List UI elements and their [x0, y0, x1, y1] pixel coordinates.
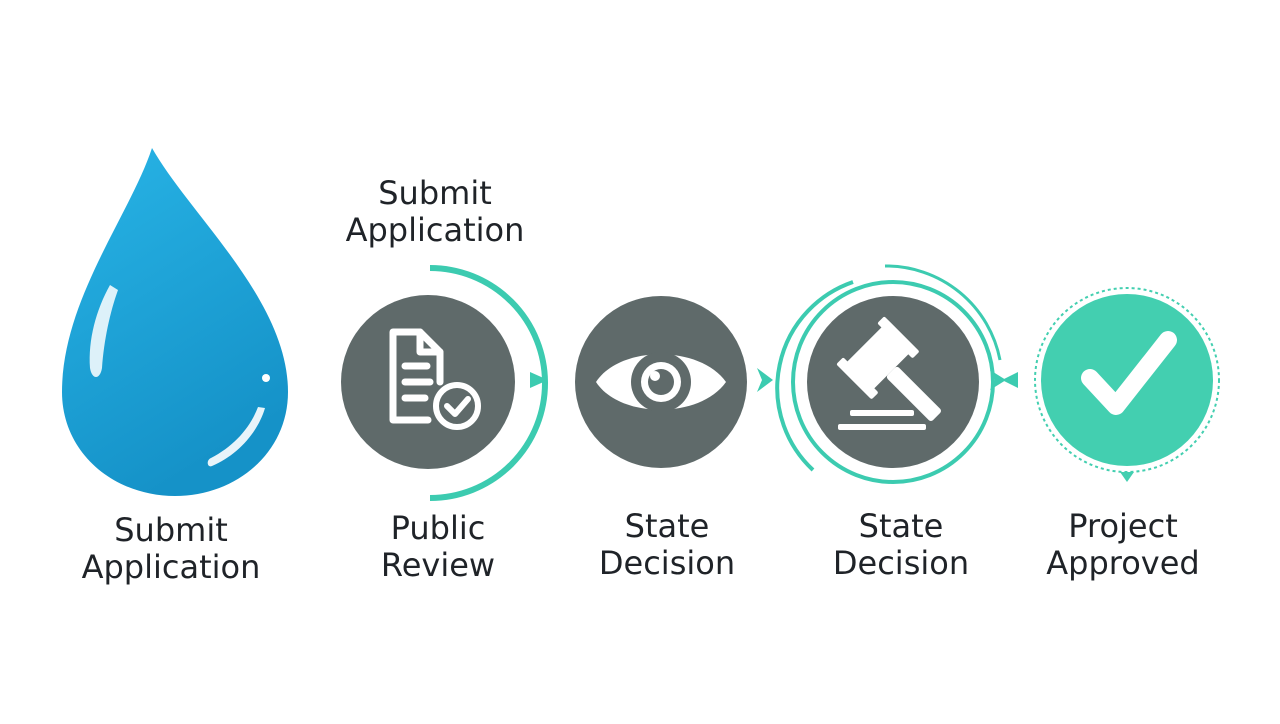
step-state-decision-eye [575, 296, 747, 468]
top-label-line2: Application [345, 211, 525, 249]
step-label-1-line2: Application [81, 548, 261, 586]
progress-ring-3c [791, 280, 995, 484]
step-label-2-line2: Review [380, 546, 496, 584]
step-label-3-line2: Decision [598, 544, 736, 582]
top-label: Submit Application [315, 175, 555, 249]
step-project-approved [1034, 287, 1220, 482]
eye-icon [596, 352, 726, 412]
step-label-3: State Decision [547, 508, 787, 582]
step-label-2-line1: Public [390, 509, 486, 547]
step-label-4-line1: State [858, 507, 944, 545]
progress-ring-3 [775, 280, 854, 472]
step-label-4: State Decision [781, 508, 1021, 582]
step-label-5-line1: Project [1068, 507, 1178, 545]
arrow-2-icon [757, 368, 773, 392]
arrow-1-icon [530, 372, 548, 388]
document-check-icon [389, 328, 481, 430]
step-label-4-line2: Decision [832, 544, 970, 582]
water-drop-icon [62, 148, 288, 496]
step-label-5-line2: Approved [1046, 544, 1200, 582]
progress-ring-3b [884, 264, 1002, 361]
arrow-4-icon [1002, 372, 1018, 388]
step-label-5: Project Approved [1003, 508, 1243, 582]
step-label-1-line1: Submit [114, 511, 228, 549]
step-label-3-line1: State [624, 507, 710, 545]
step-label-2: Public Review [318, 510, 558, 584]
progress-ring-1 [429, 265, 548, 501]
top-label-line1: Submit [378, 174, 492, 212]
gavel-icon [836, 316, 941, 430]
checkmark-icon [1081, 331, 1177, 415]
step-label-1: Submit Application [51, 512, 291, 586]
step-public-review [341, 265, 548, 501]
pointer-notch [1120, 472, 1134, 482]
step-state-decision-gavel [775, 264, 1002, 484]
